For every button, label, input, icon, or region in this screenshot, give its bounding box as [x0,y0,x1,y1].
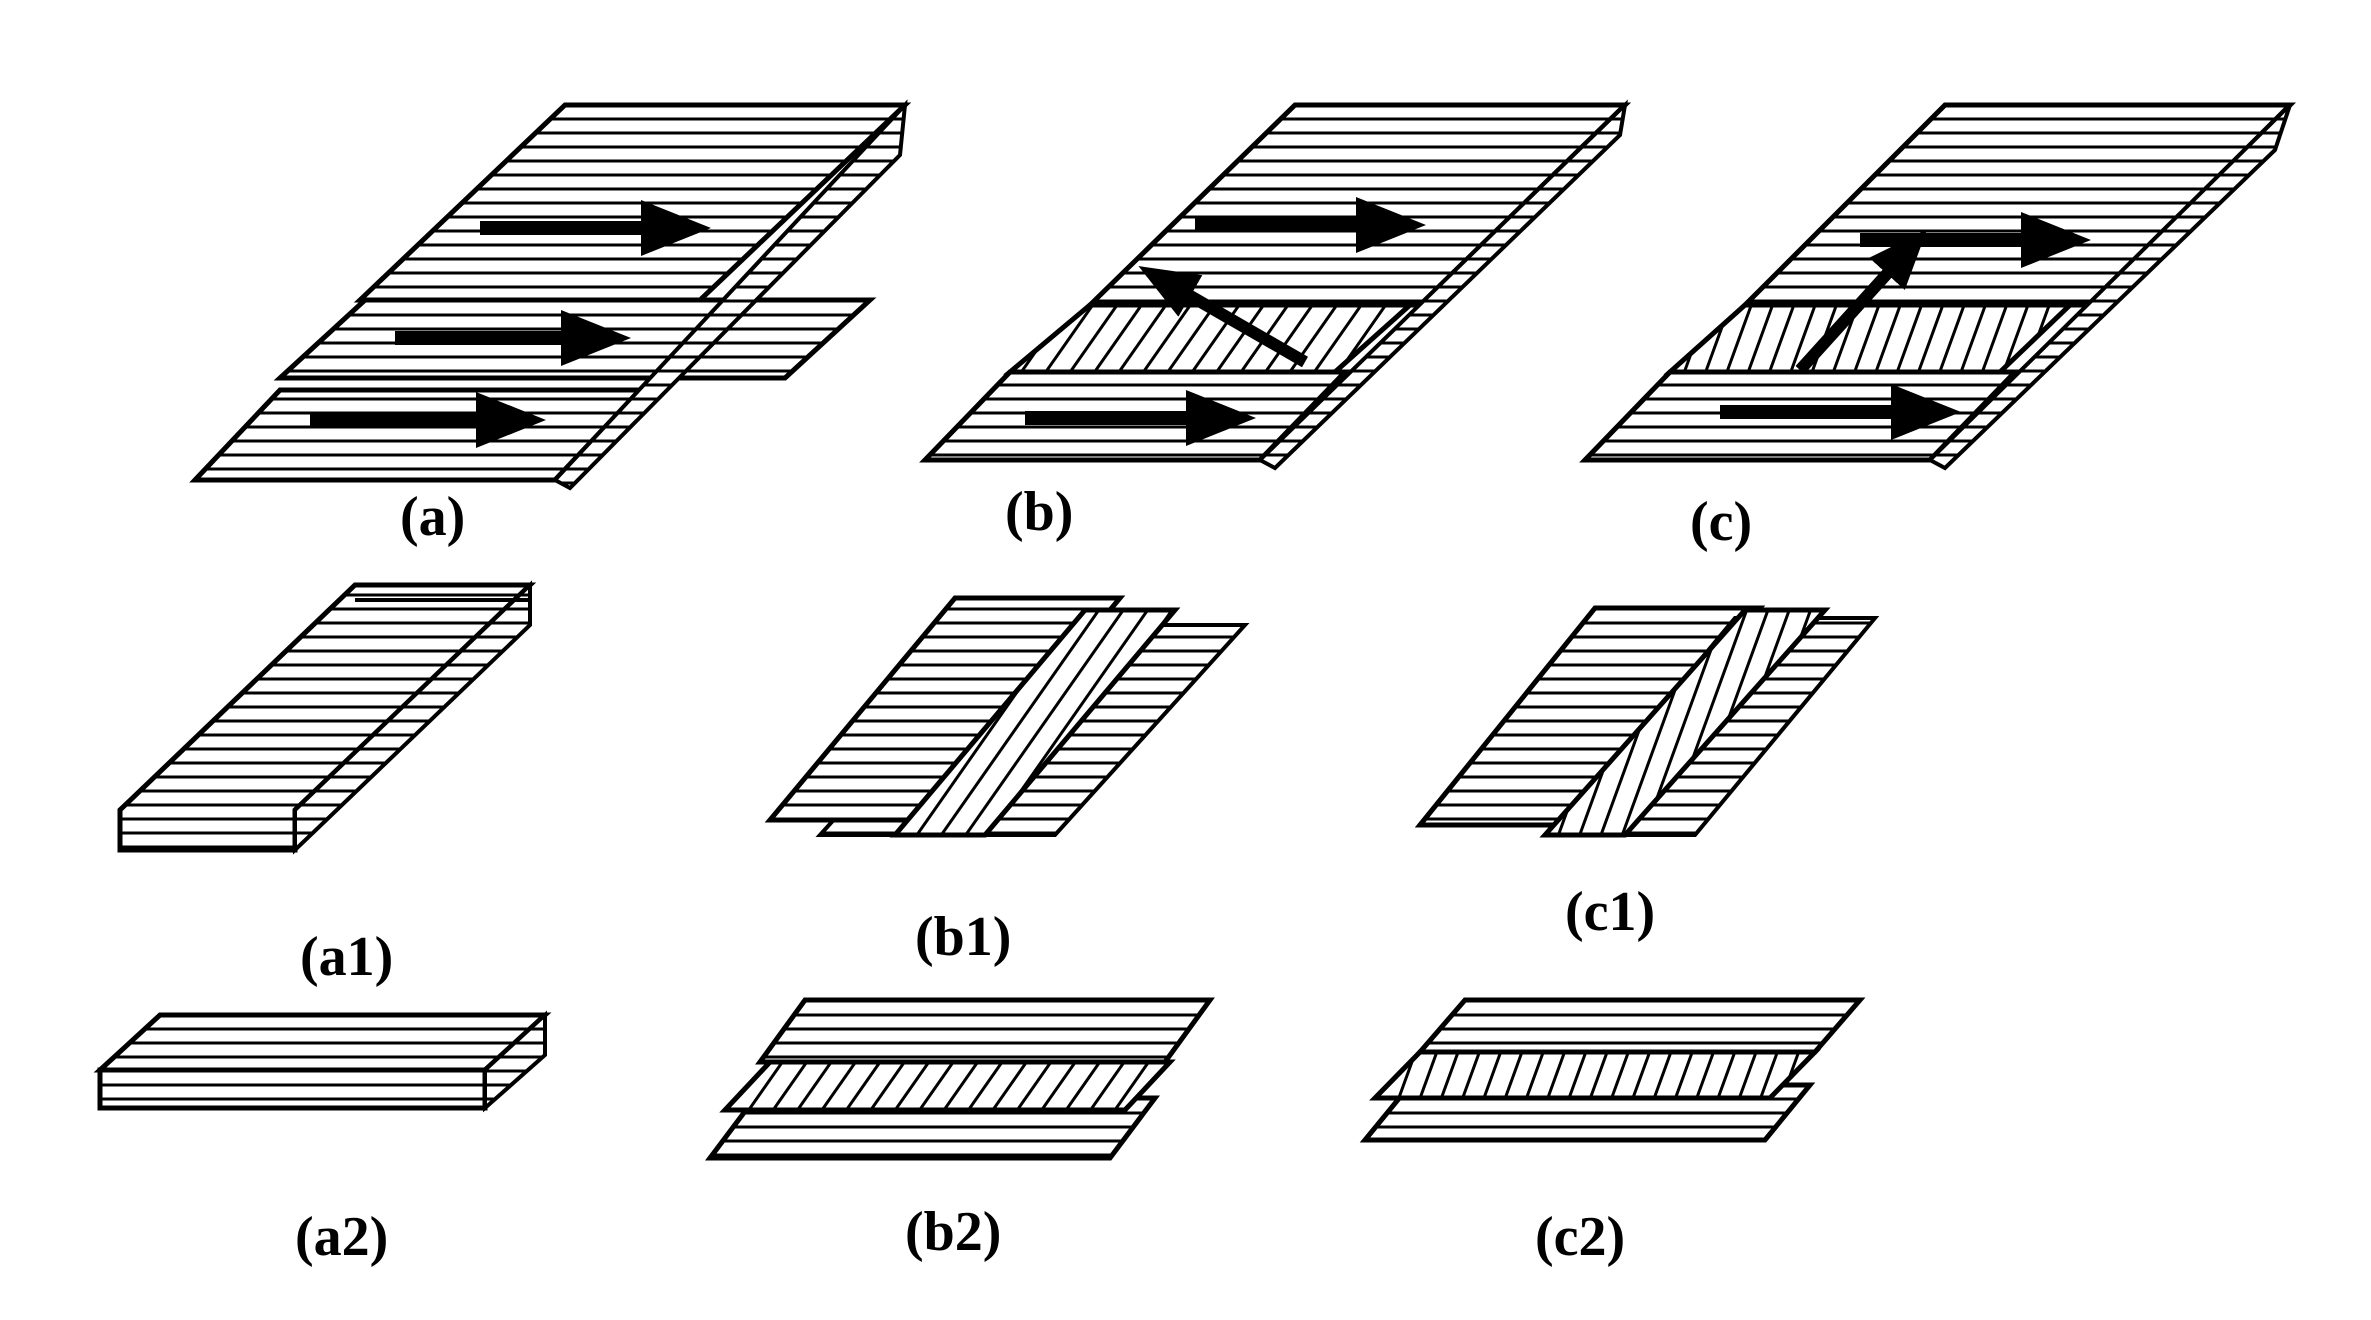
ply-b-edge [1256,99,1628,471]
ply-c-middle [1663,302,2077,375]
arrow-c-middle [1795,229,1928,375]
ply-a2-side [483,1010,547,1113]
ply-b-middle [1003,302,1417,375]
ply-a2-top [93,1012,552,1073]
panel-c1: (c1) [1414,605,1880,943]
panel-b1: (b1) [764,595,1250,968]
label-c2: (c2) [1535,1206,1625,1268]
panel-b2: (b2) [705,997,1215,1263]
ply-b2-bottom [705,1095,1160,1161]
panel-a1: (a1) [117,580,537,988]
ply-c2-top [1414,997,1866,1055]
ply-c1-vert [1539,607,1831,838]
label-c: (c) [1690,491,1752,553]
ply-b2-middle [719,1059,1176,1113]
label-a1: (a1) [300,926,393,988]
ply-a1-side [293,580,532,855]
label-c1: (c1) [1565,881,1655,943]
panel-a: (a) [189,99,912,548]
label-a: (a) [400,486,465,548]
ply-a-edge [551,99,908,491]
ply-b2-top [755,997,1215,1065]
ply-c-edge [1926,103,2292,471]
label-b1: (b1) [915,906,1011,968]
ply-b1-diag [889,607,1181,838]
label-a2: (a2) [295,1206,388,1268]
ply-c2-middle [1369,1049,1821,1101]
ply-b1-left [764,595,1126,823]
panel-b: (b) [919,99,1632,543]
arrow-b-middle [1138,266,1308,368]
ply-a2-front [97,1067,488,1111]
panel-c2: (c2) [1359,997,1866,1268]
label-b2: (b2) [905,1201,1001,1263]
panel-a2: (a2) [93,1010,552,1268]
label-b: (b) [1005,481,1073,543]
panel-c: (c) [1579,102,2297,553]
